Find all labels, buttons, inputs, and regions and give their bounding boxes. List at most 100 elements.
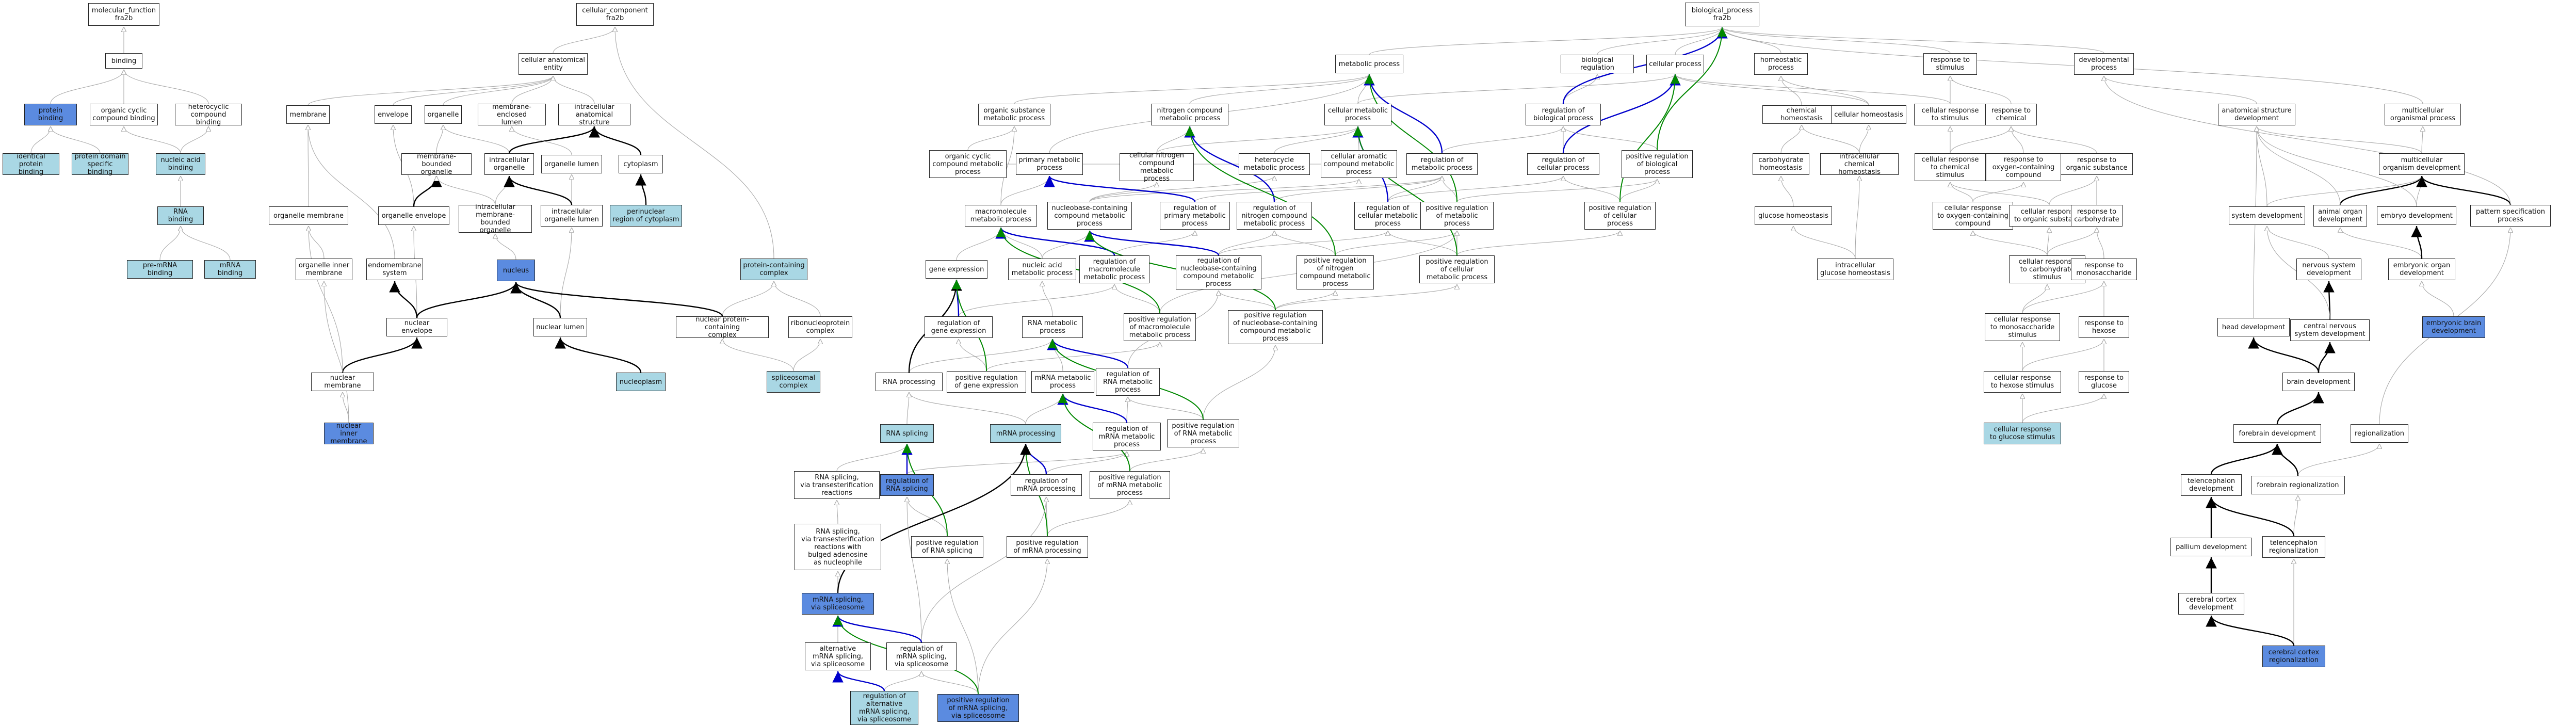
node-membrane-enclosed-lumen[interactable]: membrane-enclosed lumen	[478, 103, 546, 126]
node-rnp-complex[interactable]: ribonucleoprotein complex	[788, 316, 852, 338]
node-reg-rna-metabolic[interactable]: regulation of RNA metabolic process	[1096, 368, 1160, 396]
node-cytoplasm[interactable]: cytoplasm	[619, 155, 663, 173]
node-response-carbohydrate[interactable]: response to carbohydrate	[2071, 205, 2123, 227]
node-nuclear-lumen[interactable]: nuclear lumen	[533, 318, 587, 336]
node-reg-cellular-metabolic[interactable]: regulation of cellular metabolic process	[1354, 202, 1421, 230]
node-primary-metabolic[interactable]: primary metabolic process	[1016, 153, 1083, 175]
node-mrna-processing[interactable]: mRNA processing	[990, 424, 1061, 443]
node-nervous-system-dev[interactable]: nervous system development	[2296, 259, 2361, 280]
node-regionalization[interactable]: regionalization	[2351, 424, 2408, 443]
node-response-glucose[interactable]: response to glucose	[2079, 371, 2129, 393]
node-rna-splicing-transester[interactable]: RNA splicing, via transesterification re…	[794, 471, 880, 499]
node-reg-alternative-mrna-splicing[interactable]: regulation of alternative mRNA splicing,…	[850, 691, 918, 725]
node-homeostatic-process[interactable]: homeostatic process	[1754, 53, 1808, 75]
node-reg-gene-expression[interactable]: regulation of gene expression	[925, 316, 993, 338]
node-reg-mrna-splicing[interactable]: regulation of mRNA splicing, via spliceo…	[886, 642, 957, 670]
node-rna-splicing[interactable]: RNA splicing	[880, 424, 934, 443]
node-pos-reg-bp[interactable]: positive regulation of biological proces…	[1622, 150, 1693, 178]
node-reg-nucleobase-metabolic[interactable]: regulation of nucleobase-containing comp…	[1176, 255, 1261, 289]
node-rna-processing[interactable]: RNA processing	[876, 373, 943, 391]
node-nuclear-inner-membrane[interactable]: nuclear inner membrane	[324, 422, 374, 445]
node-nuclear-envelope[interactable]: nuclear envelope	[386, 318, 447, 336]
node-cellular-response-glucose[interactable]: cellular response to glucose stimulus	[1984, 423, 2061, 444]
node-cerebral-cortex-regionalization[interactable]: cerebral cortex regionalization	[2262, 646, 2325, 667]
node-cc[interactable]: cellular_component fra2b	[576, 3, 654, 26]
node-intracellular-chem-homeostasis[interactable]: intracellular chemical homeostasis	[1820, 153, 1899, 176]
node-org-inner-membrane[interactable]: organelle inner membrane	[296, 259, 352, 280]
node-bp[interactable]: biological_process fra2b	[1685, 3, 1759, 26]
node-response-monosaccharide[interactable]: response to monosaccharide	[2071, 259, 2137, 280]
node-reg-macromolecule-metabolic[interactable]: regulation of macromolecule metabolic pr…	[1079, 255, 1149, 283]
node-protein-domain-binding[interactable]: protein domain specific binding	[72, 153, 128, 176]
node-mf[interactable]: molecular_function fra2b	[88, 3, 159, 26]
node-heterocycle-metabolic[interactable]: heterocycle metabolic process	[1239, 153, 1310, 175]
node-metabolic-process[interactable]: metabolic process	[1335, 55, 1403, 73]
node-rna-metabolic[interactable]: RNA metabolic process	[1022, 316, 1083, 338]
node-cellular-aromatic-metabolic[interactable]: cellular aromatic compound metabolic pro…	[1321, 150, 1397, 178]
node-nuclear-membrane[interactable]: nuclear membrane	[311, 373, 374, 391]
node-organelle-lumen[interactable]: organelle lumen	[541, 155, 602, 173]
node-system-development[interactable]: system development	[2229, 206, 2305, 225]
node-telencephalon-regionalization[interactable]: telencephalon regionalization	[2262, 536, 2325, 558]
node-nucleoplasm[interactable]: nucleoplasm	[616, 373, 666, 391]
node-cellular-response-hexose[interactable]: cellular response to hexose stimulus	[1984, 371, 2061, 393]
node-forebrain-development[interactable]: forebrain development	[2233, 424, 2321, 443]
node-binding[interactable]: binding	[105, 53, 142, 69]
node-cae[interactable]: cellular anatomical entity	[519, 53, 588, 75]
node-response-to-stimulus[interactable]: response to stimulus	[1923, 53, 1977, 75]
node-response-to-chemical[interactable]: response to chemical	[1985, 104, 2037, 125]
node-multicellular-organismal[interactable]: multicellular organismal process	[2385, 104, 2461, 125]
node-pos-reg-metabolic[interactable]: positive regulation of metabolic process	[1420, 202, 1494, 230]
node-pre-mrna-binding[interactable]: pre-mRNA binding	[127, 260, 193, 279]
node-telencephalon-development[interactable]: telencephalon development	[2181, 474, 2242, 496]
node-pallium-development[interactable]: pallium development	[2170, 538, 2252, 556]
node-intra-mb-org[interactable]: intracellular membrane-bounded organelle	[459, 203, 532, 234]
node-nuclear-protein-complex[interactable]: nuclear protein-containing complex	[676, 316, 769, 339]
node-pos-reg-rna-metabolic[interactable]: positive regulation of RNA metabolic pro…	[1167, 420, 1239, 447]
node-chemical-homeostasis[interactable]: chemical homeostasis	[1762, 105, 1841, 124]
node-cellular-response-monosaccharide[interactable]: cellular response to monosaccharide stim…	[1985, 313, 2060, 341]
node-organelle-envelope[interactable]: organelle envelope	[378, 206, 449, 225]
node-cns-development[interactable]: central nervous system development	[2290, 319, 2370, 341]
node-developmental-process[interactable]: developmental process	[2074, 53, 2134, 75]
node-pattern-specification[interactable]: pattern specification process	[2470, 205, 2551, 227]
node-pos-reg-gene-expression[interactable]: positive regulation of gene expression	[947, 371, 1026, 393]
node-embryonic-organ-dev[interactable]: embryonic organ development	[2388, 259, 2455, 280]
node-pos-reg-nitrogen-metabolic[interactable]: positive regulation of nitrogen compound…	[1297, 255, 1374, 289]
node-reg-rna-splicing[interactable]: regulation of RNA splicing	[880, 474, 934, 496]
node-endomembrane[interactable]: endomembrane system	[366, 259, 423, 280]
node-perinuclear[interactable]: perinuclear region of cytoplasm	[610, 205, 682, 227]
node-pos-reg-rna-splicing[interactable]: positive regulation of RNA splicing	[911, 536, 983, 558]
node-pos-reg-mrna-processing[interactable]: positive regulation of mRNA processing	[1007, 536, 1088, 558]
node-regulation-of-metabolic[interactable]: regulation of metabolic process	[1406, 153, 1478, 175]
node-nucleic-acid-metabolic[interactable]: nucleic acid metabolic process	[1008, 259, 1076, 280]
node-nitrogen-compound-metabolic[interactable]: nitrogen compound metabolic process	[1151, 104, 1228, 125]
node-regulation-of-bp[interactable]: regulation of biological process	[1526, 104, 1601, 125]
node-reg-mrna-metabolic[interactable]: regulation of mRNA metabolic process	[1093, 423, 1161, 450]
node-intracellular-glucose-homeostasis[interactable]: intracellular glucose homeostasis	[1817, 259, 1893, 280]
node-forebrain-regionalization[interactable]: forebrain regionalization	[2251, 476, 2345, 494]
node-intracellular-anat[interactable]: intracellular anatomical structure	[558, 103, 630, 126]
node-nucleus[interactable]: nucleus	[497, 260, 535, 281]
node-gene-expression[interactable]: gene expression	[926, 260, 987, 279]
node-reg-primary-metabolic[interactable]: regulation of primary metabolic process	[1160, 202, 1230, 230]
node-membrane[interactable]: membrane	[286, 105, 330, 124]
node-cellular-response-chem-compound[interactable]: cellular response to chemical stimulus	[1915, 153, 1986, 181]
node-glucose-homeostasis[interactable]: glucose homeostasis	[1755, 206, 1832, 225]
node-mrna-binding[interactable]: mRNA binding	[204, 260, 256, 279]
node-nucleobase-metabolic[interactable]: nucleobase-containing compound metabolic…	[1047, 202, 1132, 230]
node-protein-containing-complex[interactable]: protein-containing complex	[740, 259, 807, 280]
node-organic-substance-metabolic[interactable]: organic substance metabolic process	[978, 104, 1050, 125]
node-membrane-bounded-org[interactable]: membrane-bounded organelle	[401, 153, 472, 176]
node-response-hexose[interactable]: response to hexose	[2079, 316, 2129, 338]
node-pos-reg-mrna-metabolic[interactable]: positive regulation of mRNA metabolic pr…	[1090, 471, 1170, 499]
node-response-oxygen-compound[interactable]: response to oxygen-containing compound	[1986, 153, 2061, 181]
node-identical-protein-binding[interactable]: identical protein binding	[3, 153, 59, 176]
node-heterocyclic-binding[interactable]: heterocyclic compound binding	[175, 103, 242, 126]
node-pos-reg-macromolecule-metabolic[interactable]: positive regulation of macromolecule met…	[1124, 313, 1196, 341]
node-regulation-of-cellular-process[interactable]: regulation of cellular process	[1527, 153, 1599, 175]
node-brain-development[interactable]: brain development	[2282, 373, 2355, 391]
node-envelope[interactable]: envelope	[375, 105, 412, 124]
node-spliceosomal-complex[interactable]: spliceosomal complex	[767, 371, 820, 393]
node-macromolecule-metabolic[interactable]: macromolecule metabolic process	[965, 205, 1037, 227]
